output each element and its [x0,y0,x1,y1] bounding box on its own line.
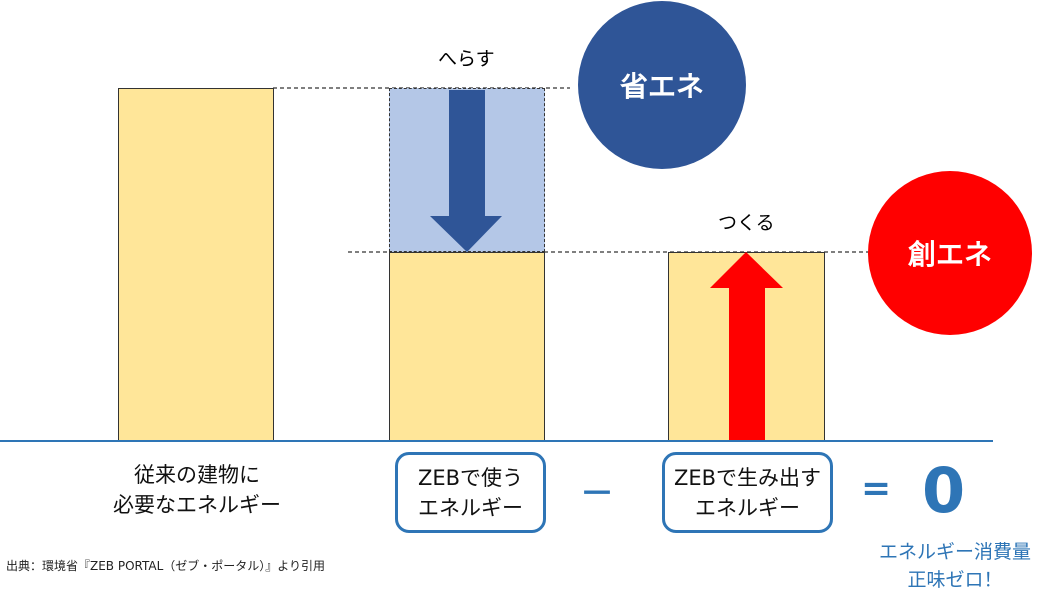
zeb-use-bar [389,252,545,441]
conventional-bar [118,88,274,441]
save-energy-circle: 省エネ [578,1,746,169]
save-energy-label: 省エネ [619,70,704,103]
create-energy-label: 創エネ [907,238,992,271]
equals-sign: = [861,468,892,509]
down-arrow-icon [430,90,502,252]
net-zero-line-1: エネルギー消費量 [878,541,1031,563]
zeb-use-line-1: ZEBで使う [417,465,524,490]
zeb-use-line-2: エネルギー [418,495,523,520]
zeb-generate-box: ZEBで生み出すエネルギー [662,452,833,533]
zeb-generate-line-2: エネルギー [695,495,800,520]
net-zero-label: エネルギー消費量 正味ゼロ！ [860,538,1050,594]
create-energy-circle: 創エネ [868,171,1032,335]
net-zero-line-2: 正味ゼロ！ [907,569,1003,591]
minus-sign: － [580,474,614,514]
conventional-line-2: 必要なエネルギー [113,493,281,517]
conventional-label: 従来の建物に 必要なエネルギー [97,460,297,520]
conventional-line-1: 従来の建物に [134,463,260,487]
reduce-annotation: へらす [438,48,495,70]
zeb-use-box: ZEBで使うエネルギー [395,452,546,533]
zero-value: 0 [922,454,966,527]
up-arrow-icon [710,252,783,441]
zeb-generate-line-1: ZEBで生み出す [673,465,822,490]
create-annotation: つくる [718,212,775,234]
source-citation: 出典：環境省『ZEB PORTAL（ゼブ・ポータル）』より引用 [6,559,326,573]
